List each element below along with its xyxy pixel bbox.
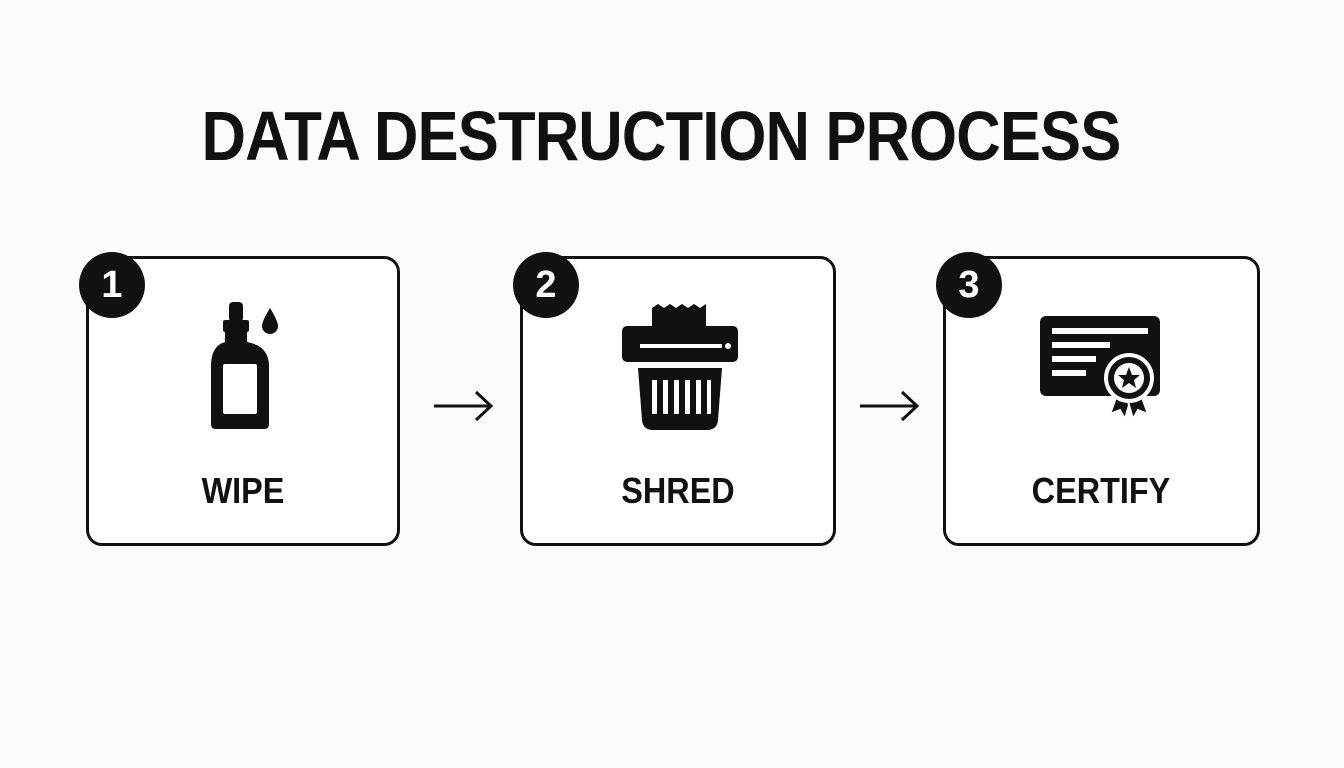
- step-label-shred: SHRED: [621, 470, 735, 511]
- arrow-right-icon: [860, 390, 920, 422]
- bottle-drop-icon: [211, 302, 278, 429]
- step-number-badge: 2: [513, 252, 579, 318]
- shredder-icon: [622, 304, 738, 430]
- certificate-icon: [1040, 316, 1160, 422]
- step-label-wipe: WIPE: [201, 470, 285, 511]
- arrow-right-icon: [434, 390, 494, 422]
- diagram-title: DATA DESTRUCTION PROCESS: [201, 97, 1122, 175]
- step-number-badge: 1: [79, 252, 145, 318]
- step-number-badge: 3: [936, 252, 1002, 318]
- step-label-certify: CERTIFY: [1031, 470, 1171, 511]
- step-card-certify: [943, 256, 1260, 546]
